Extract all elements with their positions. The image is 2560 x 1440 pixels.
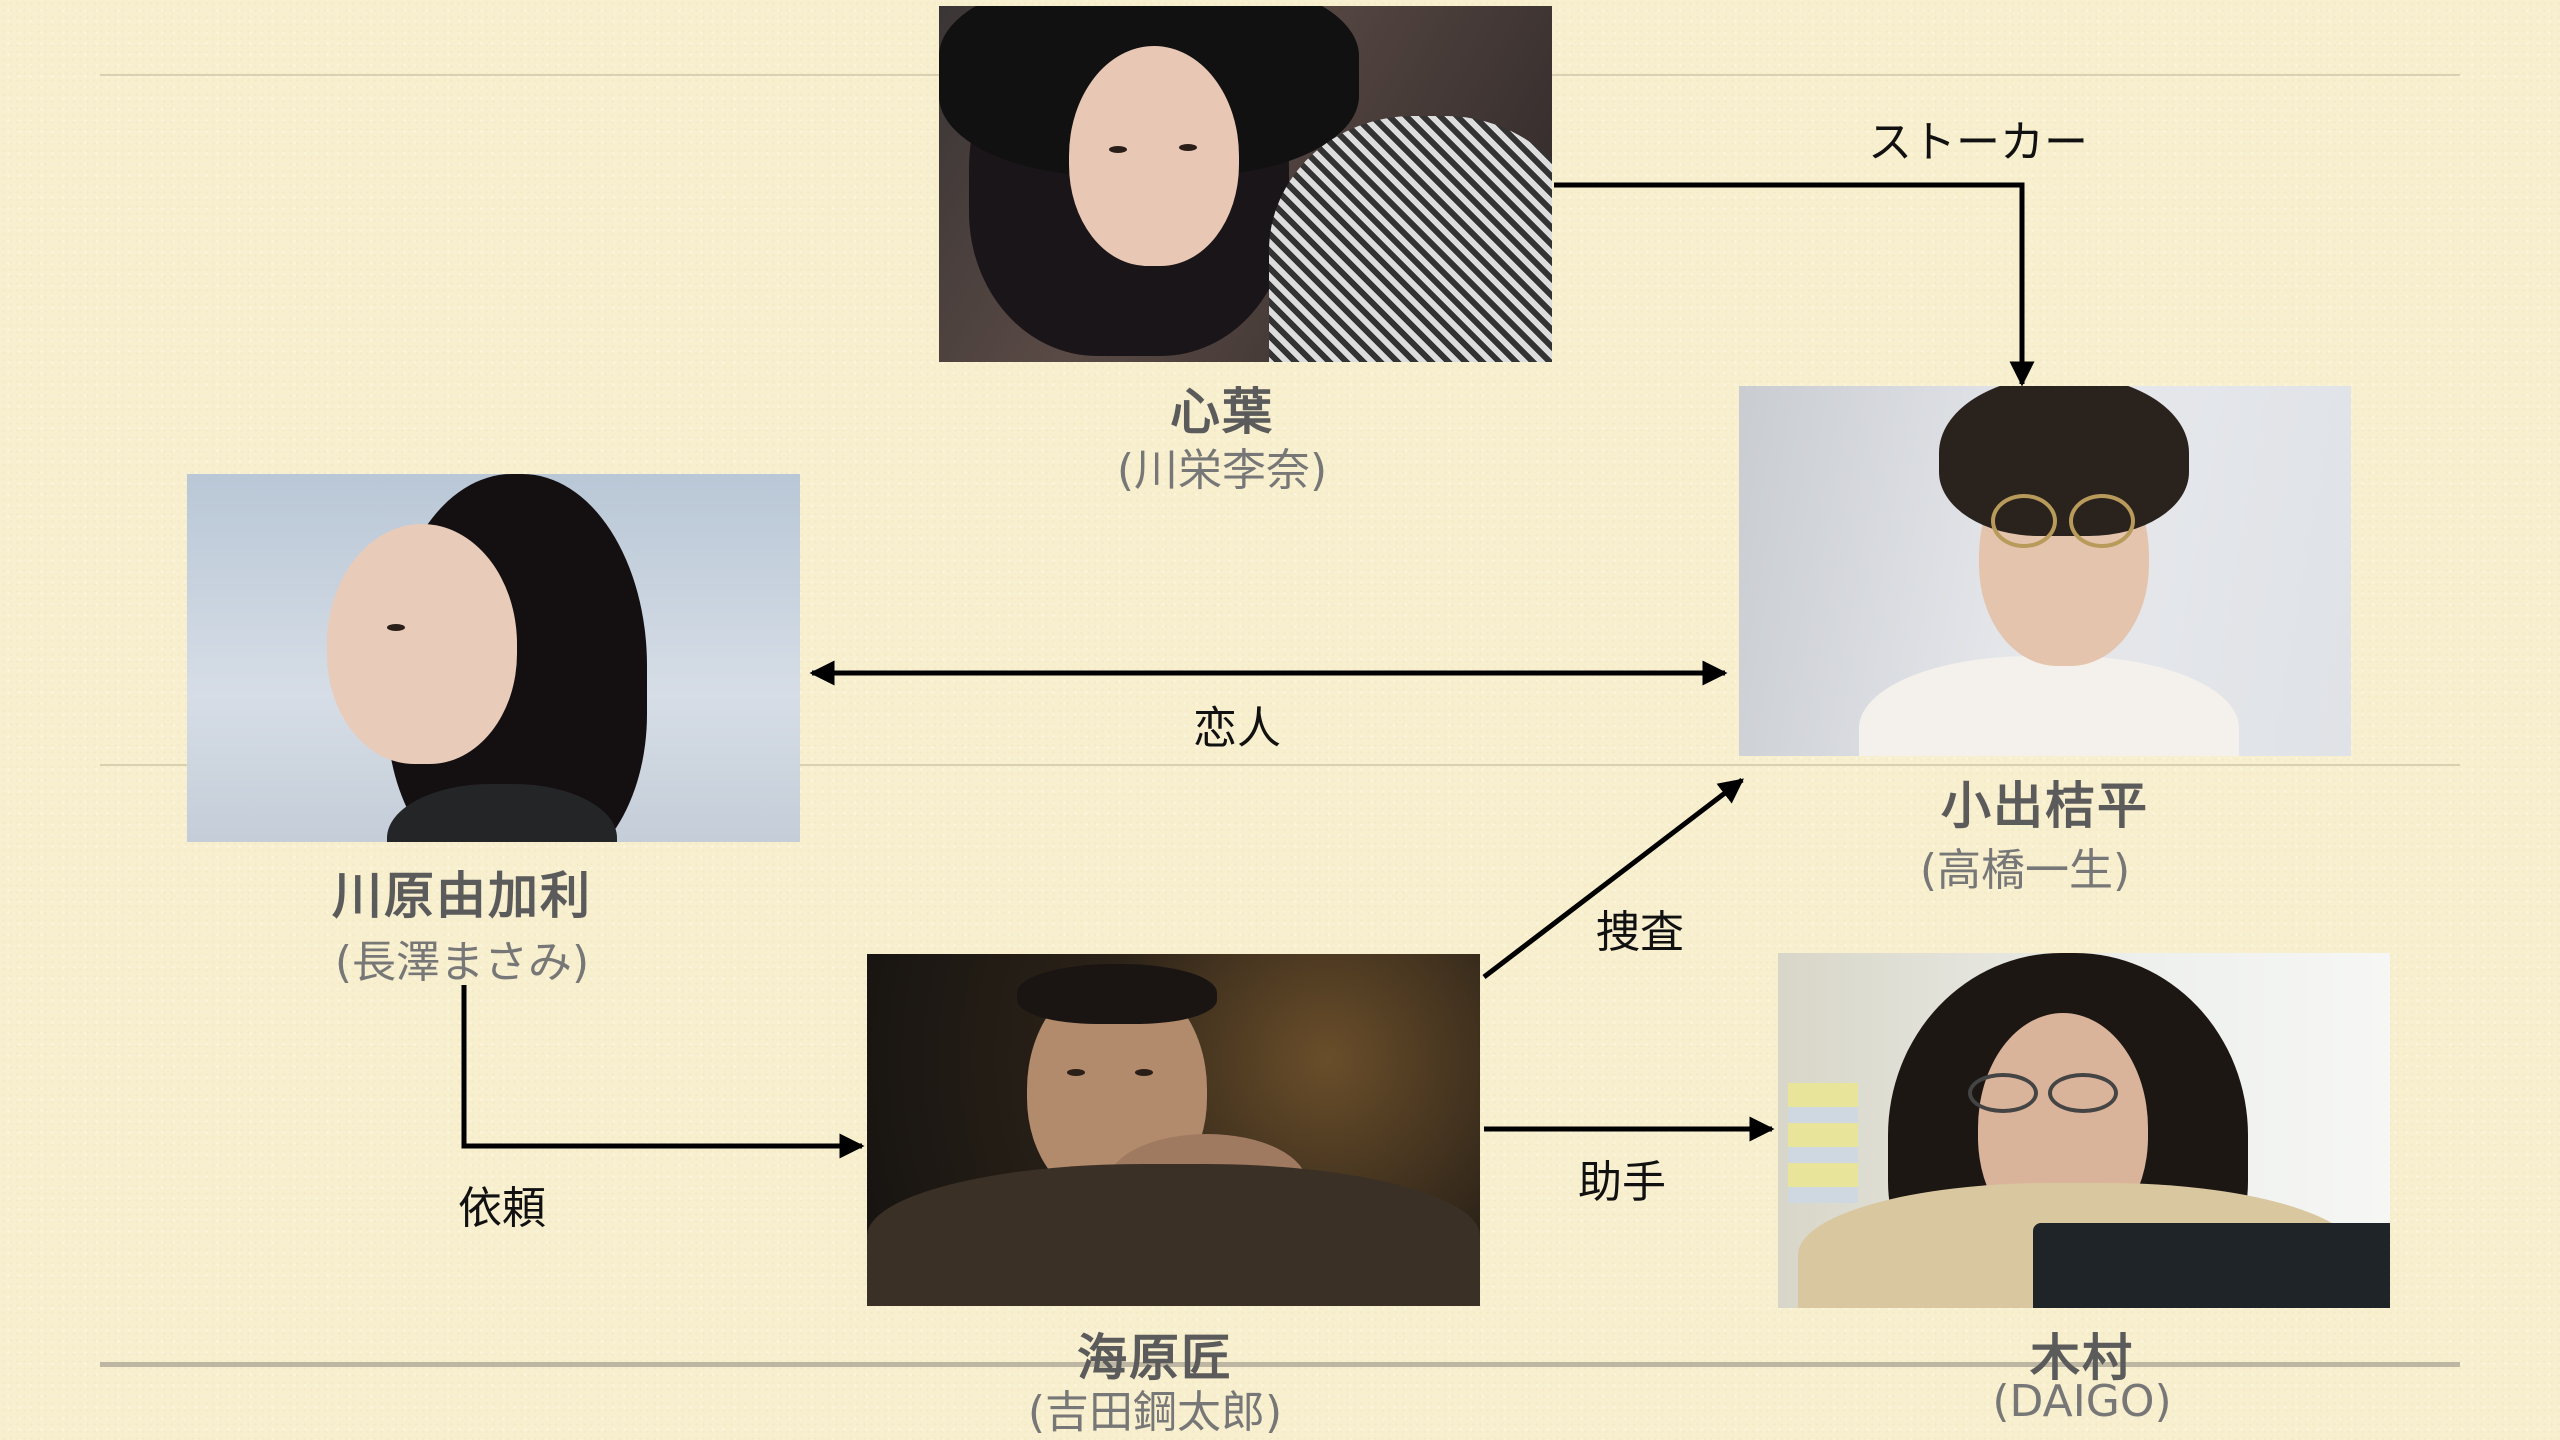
sticky-notes	[1788, 1083, 1858, 1203]
name-kaibara: 海原匠	[1077, 1329, 1233, 1387]
photo-yukari	[187, 474, 800, 842]
name-kohei: 小出桔平	[1941, 777, 2149, 835]
arrow-stalker	[1554, 182, 2035, 387]
label-stalker: ストーカー	[1868, 117, 2088, 168]
name-kokoha: 心葉	[1170, 383, 1274, 441]
photo-kimura	[1778, 953, 2390, 1308]
arrow-investigation	[1482, 778, 1744, 979]
actor-kaibara: (吉田鋼太郎)	[1027, 1387, 1283, 1438]
shirt	[1859, 656, 2239, 756]
actor-yukari: (長澤まさみ)	[334, 937, 590, 988]
label-request: 依頼	[458, 1183, 546, 1234]
guide-rule-bottom	[100, 1362, 2460, 1367]
label-assistant: 助手	[1578, 1157, 1666, 1208]
eye-left	[1109, 146, 1127, 153]
knit-sweater	[1269, 116, 1552, 362]
hair	[1939, 386, 2189, 536]
eye	[387, 624, 405, 631]
name-yukari: 川原由加利	[332, 867, 592, 925]
hair	[1017, 964, 1217, 1024]
monitor	[2033, 1223, 2390, 1308]
photo-kaibara	[867, 954, 1480, 1306]
arrow-request	[461, 985, 865, 1159]
photo-kohei	[1739, 386, 2351, 756]
glasses-right	[2048, 1073, 2118, 1113]
face	[1069, 46, 1239, 266]
eye-right	[1135, 1069, 1153, 1076]
eye-right	[1179, 144, 1197, 151]
label-investigation: 捜査	[1596, 907, 1684, 958]
glasses-left	[1968, 1073, 2038, 1113]
actor-kimura: (DAIGO)	[1992, 1376, 2172, 1427]
photo-kokoha	[939, 6, 1552, 362]
name-kimura: 木村	[2030, 1329, 2134, 1387]
guide-rule-middle	[100, 764, 2460, 766]
coat	[867, 1164, 1480, 1306]
glasses-right	[2069, 494, 2135, 548]
label-lovers: 恋人	[1193, 703, 1281, 754]
eye-left	[1067, 1069, 1085, 1076]
face	[327, 524, 517, 764]
actor-kohei: (高橋一生)	[1919, 845, 2131, 896]
glasses-left	[1991, 494, 2057, 548]
actor-kokoha: (川栄李奈)	[1116, 445, 1328, 496]
